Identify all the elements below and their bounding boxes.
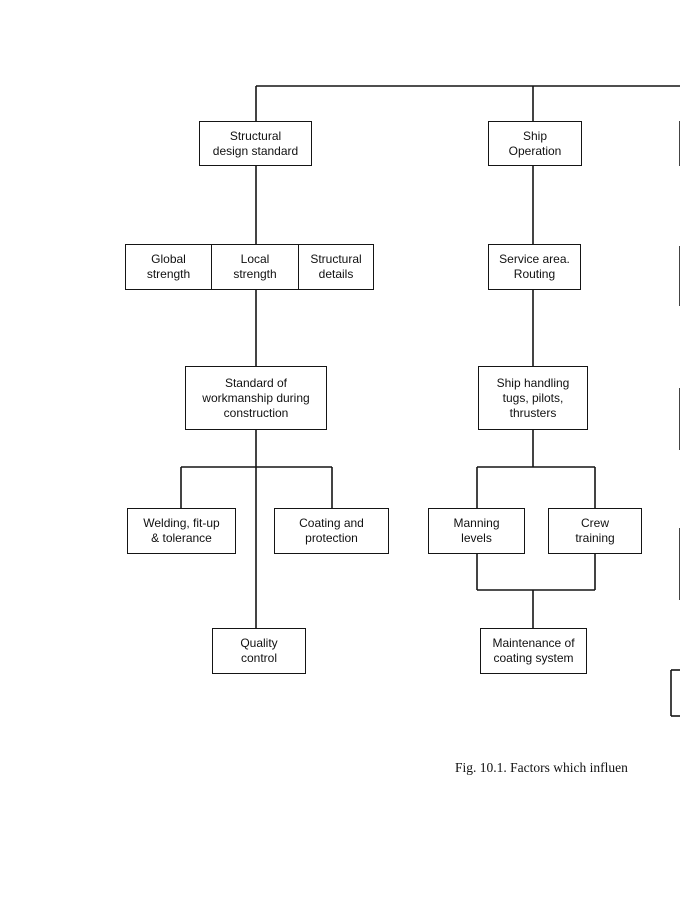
box-service-area-routing: Service area. Routing xyxy=(488,244,581,290)
box-crew-training: Crew training xyxy=(548,508,642,554)
box-ship-handling: Ship handling tugs, pilots, thrusters xyxy=(478,366,588,430)
figure-caption: Fig. 10.1. Factors which influen xyxy=(455,760,628,775)
box-global-strength: Global strength xyxy=(125,244,212,290)
box-welding-fit-up: Welding, fit-up & tolerance xyxy=(127,508,236,554)
box-standard-of-workmanship: Standard of workmanship during construct… xyxy=(185,366,327,430)
box-quality-control: Quality control xyxy=(212,628,306,674)
box-local-strength: Local strength xyxy=(211,244,299,290)
box-coating-and-protection: Coating and protection xyxy=(274,508,389,554)
box-ship-operation: Ship Operation xyxy=(488,121,582,166)
box-manning-levels: Manning levels xyxy=(428,508,525,554)
box-structural-details: Structural details xyxy=(298,244,374,290)
box-maintenance-of-coating: Maintenance of coating system xyxy=(480,628,587,674)
box-structural-design-standard: Structural design standard xyxy=(199,121,312,166)
